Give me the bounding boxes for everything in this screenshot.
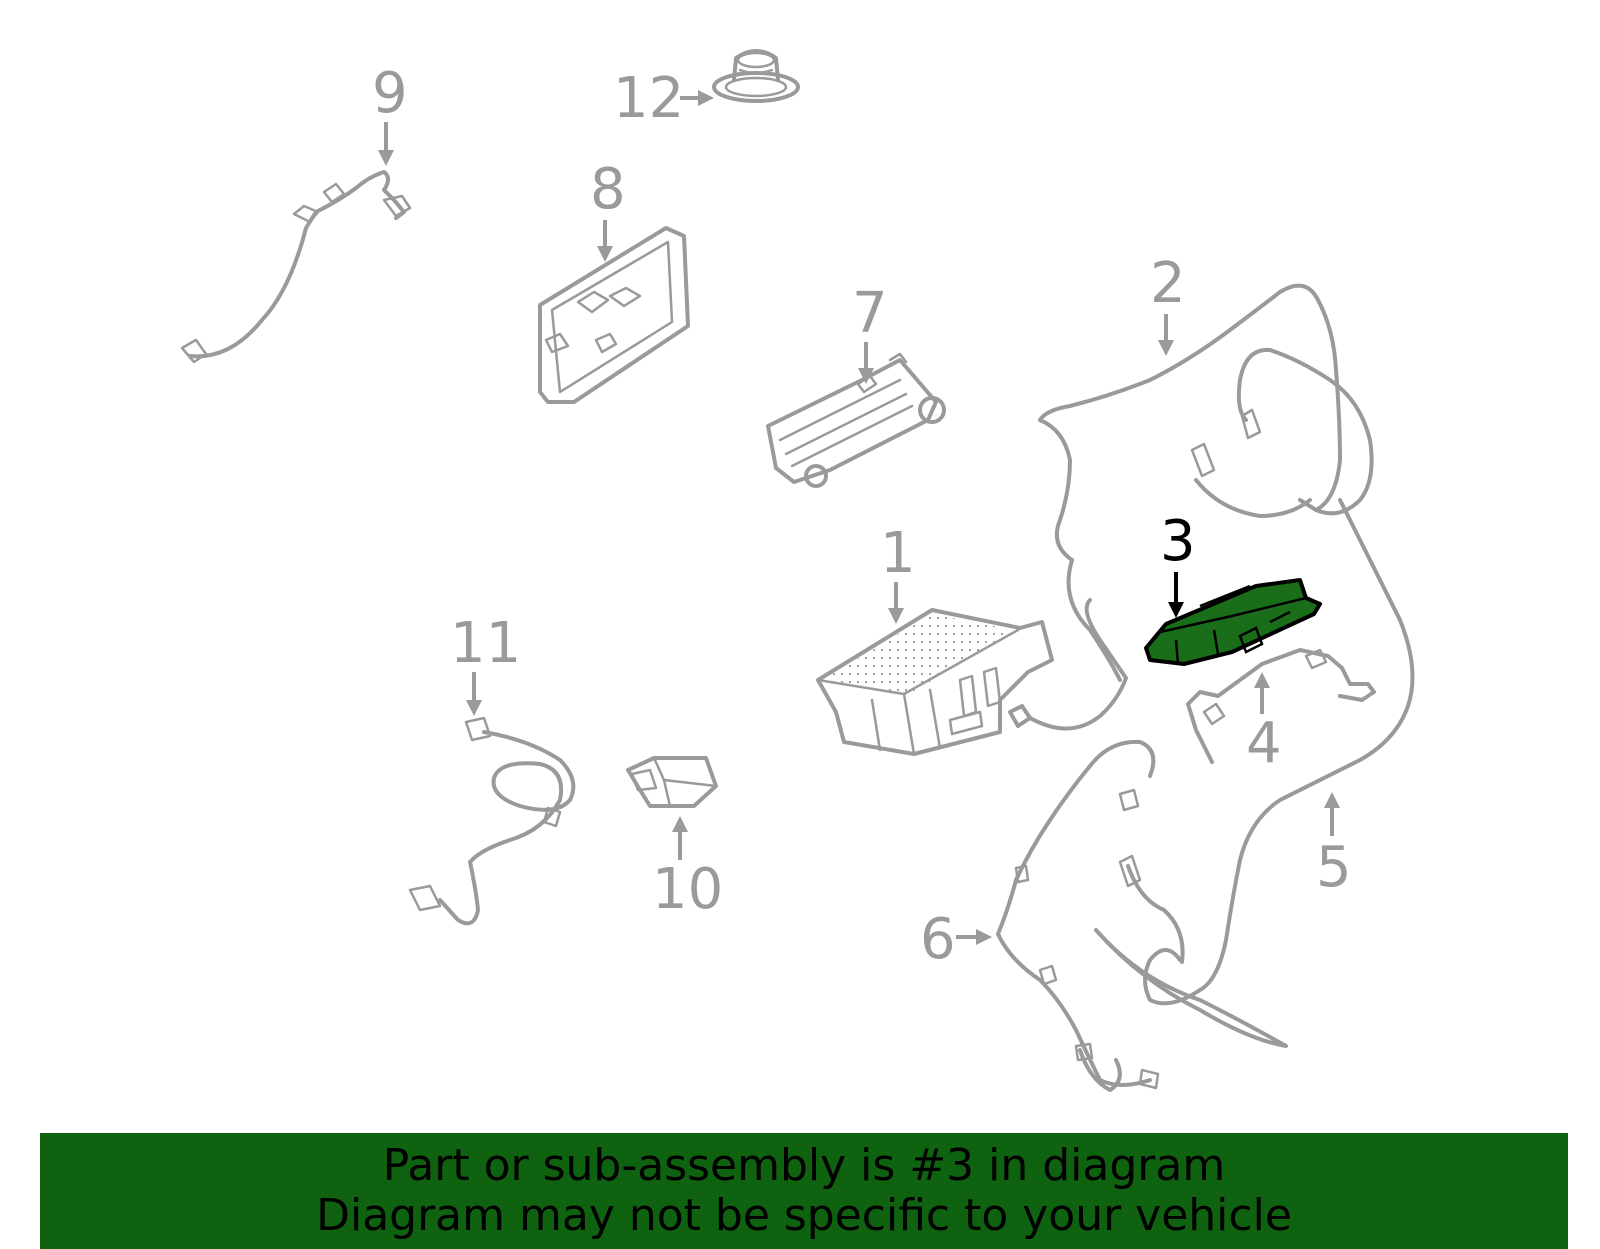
- part-8-bracket[interactable]: [538, 226, 690, 404]
- callout-8: 8: [590, 157, 626, 262]
- callout-5: 5: [1316, 792, 1352, 900]
- callout-4: 4: [1246, 672, 1282, 776]
- callout-7: 7: [852, 281, 888, 384]
- part-11-harness[interactable]: [408, 716, 576, 926]
- banner-line-part: Part or sub-assembly is #3 in diagram: [382, 1140, 1226, 1191]
- callout-1: 1: [880, 521, 916, 624]
- part-2-harness[interactable]: [1038, 283, 1374, 682]
- svg-text:2: 2: [1150, 251, 1186, 316]
- part-10-connector[interactable]: [626, 756, 718, 808]
- svg-text:8: 8: [590, 157, 626, 222]
- callout-12: 12: [613, 66, 714, 131]
- svg-text:6: 6: [920, 907, 956, 972]
- part-4-bracket[interactable]: [1186, 648, 1376, 764]
- part-5-harness[interactable]: [1094, 498, 1415, 1048]
- svg-text:11: 11: [450, 611, 521, 676]
- svg-text:10: 10: [652, 857, 723, 922]
- info-banner: Part or sub-assembly is #3 in diagram Di…: [40, 1133, 1568, 1249]
- svg-text:1: 1: [880, 521, 916, 586]
- part-3-highlighted-module[interactable]: [1144, 578, 1322, 666]
- part-12-speaker[interactable]: [712, 49, 800, 103]
- callout-11: 11: [450, 611, 521, 716]
- svg-text:4: 4: [1246, 711, 1282, 776]
- callout-10: 10: [652, 816, 723, 922]
- svg-text:12: 12: [613, 66, 684, 131]
- callout-6: 6: [920, 907, 992, 972]
- callout-3: 3: [1160, 509, 1196, 618]
- part-6-harness[interactable]: [996, 739, 1160, 1092]
- part-1-module[interactable]: [816, 598, 1128, 756]
- svg-text:5: 5: [1316, 835, 1352, 900]
- part-7-antenna[interactable]: [766, 352, 946, 488]
- svg-text:9: 9: [372, 61, 408, 126]
- svg-text:7: 7: [852, 281, 888, 346]
- banner-line-disclaimer: Diagram may not be specific to your vehi…: [316, 1190, 1292, 1241]
- part-9-harness[interactable]: [180, 170, 412, 364]
- callout-2: 2: [1150, 251, 1186, 356]
- parts-diagram: 12 9 8 7: [180, 49, 1415, 1092]
- svg-text:3: 3: [1160, 509, 1196, 574]
- callout-9: 9: [372, 61, 408, 166]
